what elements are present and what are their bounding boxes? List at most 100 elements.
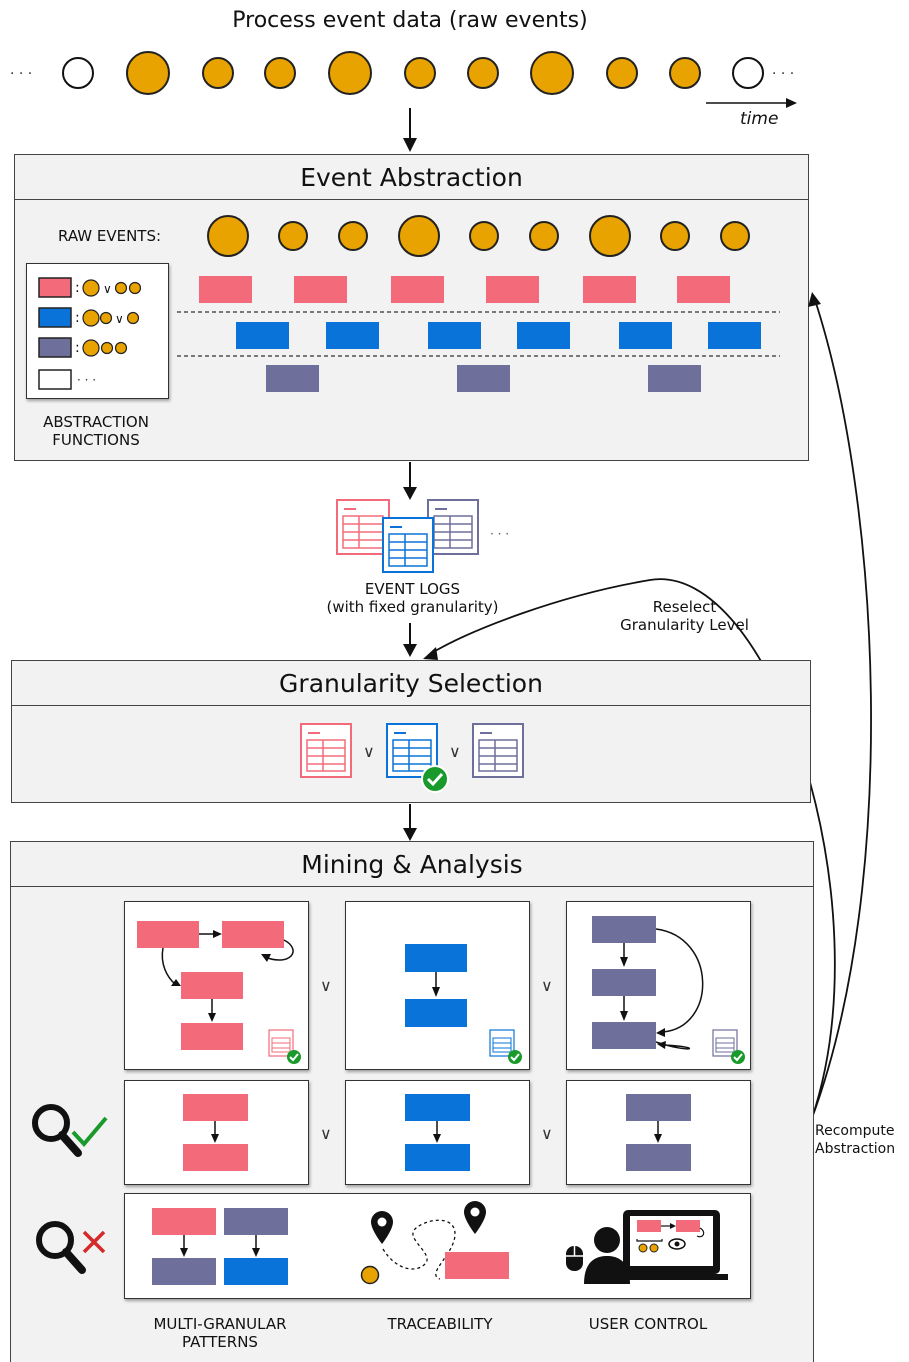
svg-text::: : (75, 310, 80, 326)
check-badge-icon (731, 1050, 745, 1064)
slate-activity (648, 365, 701, 392)
reselect-arrow (429, 578, 836, 1119)
abstraction-functions-label: ABSTRACTION FUNCTIONS (43, 413, 149, 449)
time-axis-label: time (740, 109, 778, 129)
blue-activity (517, 322, 570, 349)
event-logs-label: EVENT LOGS (with fixed granularity) (326, 580, 499, 616)
event-logs-area: · · · (336, 462, 509, 657)
recompute-arrow (811, 299, 872, 1119)
svg-text:∨: ∨ (363, 742, 375, 761)
check-badge-icon (508, 1050, 522, 1064)
event-log-table-icon (382, 517, 434, 573)
svg-text::: : (75, 340, 80, 356)
process-model-slate (566, 901, 751, 1070)
raw-event (207, 215, 249, 257)
raw-event (126, 51, 170, 95)
blue-activity (708, 322, 761, 349)
blue-activity (326, 322, 379, 349)
raw-event (278, 221, 308, 251)
bottom-label-user-control: USER CONTROL (588, 1315, 708, 1333)
event-log-table-icon (300, 723, 352, 778)
raw-events-row (207, 215, 750, 257)
bottom-label-multi-granular: MULTI-GRANULAR PATTERNS (153, 1315, 287, 1351)
or-separator: ∨ (541, 1124, 553, 1143)
check-badge-icon (421, 765, 449, 793)
slate-activity (457, 365, 510, 392)
process-model-pink (124, 901, 309, 1070)
raw-event (606, 57, 638, 89)
recompute-label: Recompute Abstraction (815, 1123, 896, 1157)
slate-activity (266, 365, 319, 392)
event-abstraction-heading: Event Abstraction (15, 155, 808, 200)
check-badge-icon (287, 1050, 301, 1064)
abstraction-functions-icons: : ∨ : ∨ : · · · (38, 277, 142, 390)
raw-event (202, 57, 234, 89)
raw-event (404, 57, 436, 89)
event-log-table-icon (489, 1029, 515, 1057)
granularity-options: ∨ ∨ (300, 723, 524, 793)
raw-events-label: RAW EVENTS: (58, 227, 162, 245)
pink-activity (677, 276, 730, 303)
unobserved-event (62, 57, 94, 89)
svg-text:∨: ∨ (449, 742, 461, 761)
abstraction-functions-legend: : ∨ : ∨ : · · · (26, 263, 169, 399)
raw-event (398, 215, 440, 257)
traceability-graphic (360, 1201, 509, 1285)
open-challenges-card (124, 1193, 751, 1299)
svg-text:∨: ∨ (115, 312, 124, 326)
blue-activity (236, 322, 289, 349)
svg-text::: : (75, 280, 80, 296)
pattern-blue (345, 1080, 530, 1185)
raw-event (530, 51, 574, 95)
unobserved-event (732, 57, 764, 89)
diagram-title: Process event data (raw events) (232, 8, 588, 33)
stream-left-ellipsis: · · · (10, 66, 32, 82)
location-pin-icon (371, 1211, 393, 1244)
granularity-selection-heading: Granularity Selection (12, 661, 810, 706)
stream-right-ellipsis: · · · (772, 66, 794, 82)
pattern-pink (124, 1080, 309, 1185)
pink-activity (486, 276, 539, 303)
bottom-label-traceability: TRACEABILITY (387, 1315, 493, 1333)
or-separator: ∨ (320, 1124, 332, 1143)
blue-activity (619, 322, 672, 349)
event-abstraction-panel: Event Abstraction RAW EVENTS: : ∨ : ∨ (14, 154, 809, 461)
multi-granular-patterns-graphic (152, 1208, 288, 1285)
raw-event (669, 57, 701, 89)
raw-event (660, 221, 690, 251)
raw-event-stream: · · · · · · time (10, 51, 797, 152)
raw-event (589, 215, 631, 257)
magnifier-cross-icon (36, 1221, 106, 1274)
or-separator: ∨ (541, 976, 553, 995)
blue-activity (428, 322, 481, 349)
pink-activity (391, 276, 444, 303)
raw-event (328, 51, 372, 95)
raw-event (529, 221, 559, 251)
raw-event (264, 57, 296, 89)
or-separator: ∨ (320, 976, 332, 995)
pink-activity (583, 276, 636, 303)
granularity-selection-panel: Granularity Selection ∨ ∨ (11, 660, 811, 803)
location-pin-icon (464, 1201, 486, 1234)
arrow-to-mining (403, 804, 417, 841)
raw-event (469, 221, 499, 251)
process-model-blue (345, 901, 530, 1070)
raw-event (467, 57, 499, 89)
svg-text:· · ·: · · · (77, 373, 96, 387)
raw-event (720, 221, 750, 251)
event-log-table-icon (268, 1029, 294, 1057)
event-log-table-icon (712, 1029, 738, 1057)
reselect-label: Reselect Granularity Level (620, 598, 749, 634)
pink-activity (199, 276, 252, 303)
user-computer-icon (566, 1210, 728, 1284)
magnifier-check-icon (32, 1104, 108, 1157)
event-log-table-icon (472, 723, 524, 778)
abstracted-activities (177, 276, 780, 392)
event-log-table-icon (336, 499, 390, 555)
event-logs-ellipsis: · · · (490, 527, 509, 541)
pattern-slate (566, 1080, 751, 1185)
mining-analysis-heading: Mining & Analysis (11, 842, 813, 887)
pink-activity (294, 276, 347, 303)
svg-text:∨: ∨ (103, 282, 112, 296)
